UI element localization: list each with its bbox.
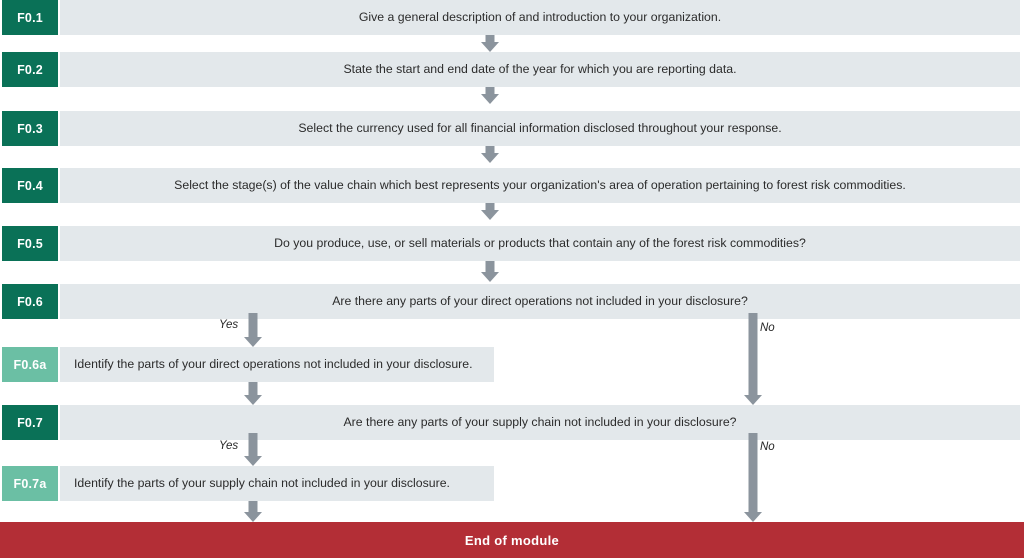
end-of-module-bar: End of module [0,522,1024,558]
branch-label-no-2: No [760,441,775,453]
row-text-f0-6a: Identify the parts of your direct operat… [74,357,473,372]
flow-row-f0-6[interactable]: F0.6 Are there any parts of your direct … [0,284,1020,319]
arrow-f0-4-to-f0-5 [481,203,499,220]
row-code-f0-1: F0.1 [2,0,58,35]
flow-row-f0-5[interactable]: F0.5 Do you produce, use, or sell materi… [0,226,1020,261]
flow-row-f0-7[interactable]: F0.7 Are there any parts of your supply … [0,405,1020,440]
arrow-f0-6a-to-f0-7 [244,382,262,405]
row-code-f0-6a: F0.6a [2,347,58,382]
flow-row-f0-4[interactable]: F0.4 Select the stage(s) of the value ch… [0,168,1020,203]
end-of-module-label: End of module [464,532,560,548]
arrow-yes-f0-7-to-f0-7a [244,433,262,466]
row-body-f0-2: State the start and end date of the year… [60,52,1020,87]
row-code-f0-7: F0.7 [2,405,58,440]
row-text-f0-2: State the start and end date of the year… [343,62,737,77]
row-body-f0-6: Are there any parts of your direct opera… [60,284,1020,319]
row-code-f0-6: F0.6 [2,284,58,319]
row-code-f0-4: F0.4 [2,168,58,203]
row-code-f0-7a: F0.7a [2,466,58,501]
arrow-f0-2-to-f0-3 [481,87,499,104]
row-body-f0-3: Select the currency used for all financi… [60,111,1020,146]
row-body-f0-7a: Identify the parts of your supply chain … [60,466,494,501]
branch-label-yes-2: Yes [219,440,239,452]
arrow-f0-7a-to-end [244,501,262,522]
arrow-no-f0-7-to-end [744,433,762,522]
row-code-f0-3: F0.3 [2,111,58,146]
arrow-yes-f0-6-to-f0-6a [244,313,262,347]
arrow-no-f0-6-to-f0-7 [744,313,762,405]
row-body-f0-4: Select the stage(s) of the value chain w… [60,168,1020,203]
row-body-f0-7: Are there any parts of your supply chain… [60,405,1020,440]
row-text-f0-3: Select the currency used for all financi… [298,121,782,136]
row-code-f0-5: F0.5 [2,226,58,261]
arrow-f0-1-to-f0-2 [481,35,499,52]
flow-row-f0-1[interactable]: F0.1 Give a general description of and i… [0,0,1020,35]
row-body-f0-5: Do you produce, use, or sell materials o… [60,226,1020,261]
flow-row-f0-3[interactable]: F0.3 Select the currency used for all fi… [0,111,1020,146]
row-text-f0-5: Do you produce, use, or sell materials o… [274,236,806,251]
row-text-f0-7: Are there any parts of your supply chain… [343,415,737,430]
arrow-f0-5-to-f0-6 [481,261,499,282]
row-body-f0-6a: Identify the parts of your direct operat… [60,347,494,382]
arrow-f0-3-to-f0-4 [481,146,499,163]
row-text-f0-7a: Identify the parts of your supply chain … [74,476,450,491]
row-text-f0-6: Are there any parts of your direct opera… [332,294,748,309]
row-text-f0-4: Select the stage(s) of the value chain w… [174,178,906,193]
flow-row-f0-2[interactable]: F0.2 State the start and end date of the… [0,52,1020,87]
row-code-f0-2: F0.2 [2,52,58,87]
branch-label-no-1: No [760,322,775,334]
branch-label-yes-1: Yes [219,319,239,331]
row-text-f0-1: Give a general description of and introd… [358,10,722,25]
row-body-f0-1: Give a general description of and introd… [60,0,1020,35]
